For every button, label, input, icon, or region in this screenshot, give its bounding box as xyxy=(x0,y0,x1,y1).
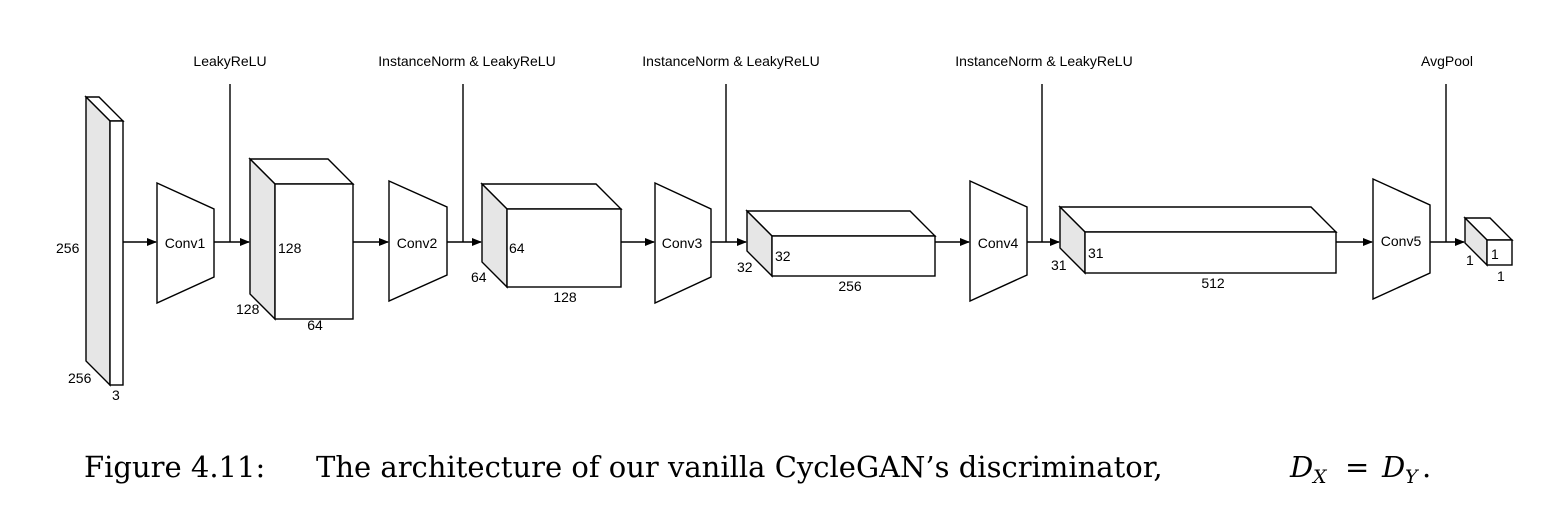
block4-face-label: 31 xyxy=(1088,245,1104,261)
caption-text: The architecture of our vanilla CycleGAN… xyxy=(316,450,1163,484)
block4-width-label: 512 xyxy=(1201,275,1225,291)
activation-label-5: AvgPool xyxy=(1421,53,1473,69)
block3-depth-label: 32 xyxy=(737,259,753,275)
block3-face-label: 32 xyxy=(775,248,791,264)
block2-depth-label: 64 xyxy=(471,269,487,285)
input-depth-label: 256 xyxy=(68,370,92,386)
feature-block-1 xyxy=(248,157,355,321)
feature-block-4 xyxy=(1058,205,1338,275)
caption-d2: D xyxy=(1381,450,1405,484)
caption-d1: D xyxy=(1289,450,1313,484)
activation-label-1: LeakyReLU xyxy=(193,53,266,69)
conv5-layer xyxy=(1372,177,1431,301)
conv4-layer xyxy=(969,179,1028,303)
block1-depth-label: 128 xyxy=(236,301,260,317)
activation-label-3: InstanceNorm & LeakyReLU xyxy=(642,53,819,69)
block3-width-label: 256 xyxy=(838,278,862,294)
caption-equals: = xyxy=(1345,450,1369,484)
caption-sub-y: Y xyxy=(1405,466,1420,488)
output-width-label: 1 xyxy=(1497,268,1505,284)
input-height-label: 256 xyxy=(56,240,80,256)
output-depth-label: 1 xyxy=(1466,252,1474,268)
output-tensor xyxy=(1463,216,1514,267)
block4-depth-label: 31 xyxy=(1051,257,1067,273)
conv1-layer xyxy=(156,181,215,305)
conv3-label: Conv3 xyxy=(662,235,703,251)
block2-face-label: 64 xyxy=(509,240,525,256)
conv5-label: Conv5 xyxy=(1381,233,1422,249)
input-channels-label: 3 xyxy=(112,387,120,403)
figure-caption: Figure 4.11: The architecture of our van… xyxy=(84,450,1431,488)
block1-width-label: 64 xyxy=(307,317,323,333)
feature-block-3 xyxy=(745,209,937,278)
conv2-layer xyxy=(388,179,448,303)
input-tensor xyxy=(84,95,125,387)
feature-block-2 xyxy=(480,182,623,289)
caption-period: . xyxy=(1422,450,1431,484)
output-face-label: 1 xyxy=(1491,246,1499,262)
activation-label-4: InstanceNorm & LeakyReLU xyxy=(955,53,1132,69)
conv2-label: Conv2 xyxy=(397,235,438,251)
caption-prefix: Figure 4.11: xyxy=(84,450,265,484)
activation-label-2: InstanceNorm & LeakyReLU xyxy=(378,53,555,69)
conv4-label: Conv4 xyxy=(978,235,1019,251)
block1-face-label: 128 xyxy=(278,240,302,256)
conv1-label: Conv1 xyxy=(165,235,206,251)
conv3-layer xyxy=(654,181,712,305)
block2-width-label: 128 xyxy=(553,289,577,305)
caption-sub-x: X xyxy=(1311,466,1328,488)
